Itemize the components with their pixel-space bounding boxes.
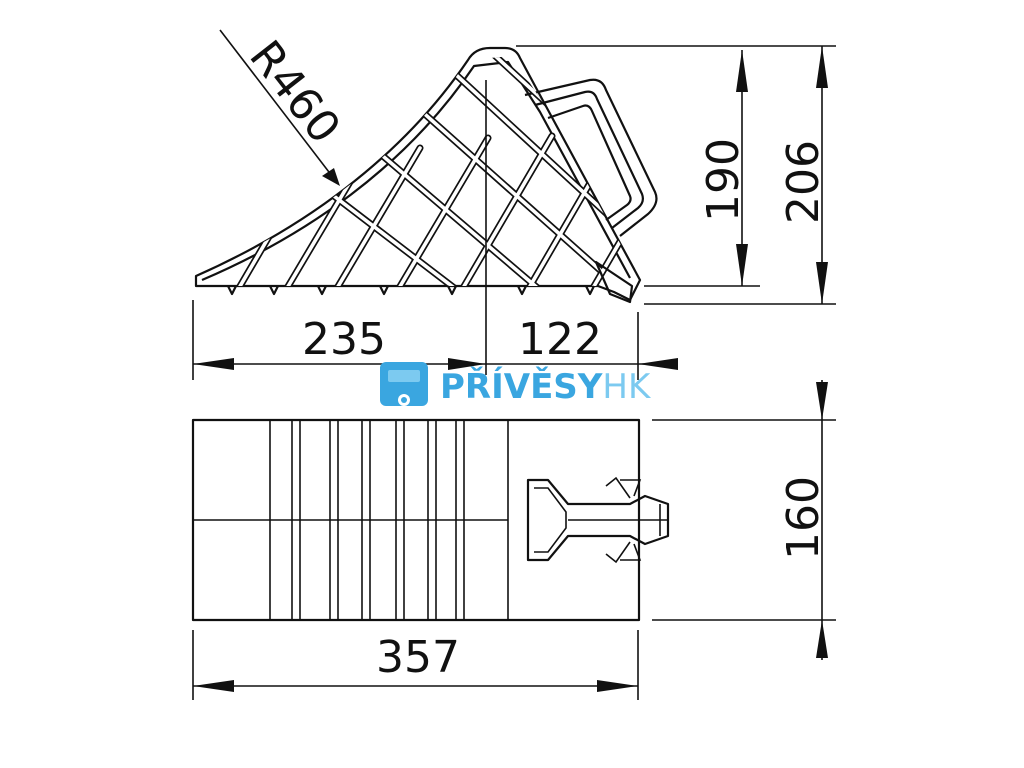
dim-190: 190 xyxy=(698,138,749,222)
dim-357: 357 xyxy=(376,632,460,683)
radius-label: R460 xyxy=(239,31,350,153)
chock-outline xyxy=(194,46,642,302)
dim-160: 160 xyxy=(778,476,829,560)
svg-text:PŘÍVĚSYHK: PŘÍVĚSYHK xyxy=(440,366,652,407)
height-dimensions xyxy=(516,45,836,305)
brand-suffix: HK xyxy=(602,367,652,407)
trailer-icon xyxy=(380,362,428,406)
side-view: R460 190 206 235 122 xyxy=(192,29,836,380)
total-length-dimension xyxy=(192,630,639,700)
top-view: 160 357 xyxy=(191,380,836,700)
chock-base-teeth xyxy=(227,285,595,296)
top-view-ribs xyxy=(269,420,509,620)
brand-logo: PŘÍVĚSYHK xyxy=(380,362,652,407)
brand-main: PŘÍVĚSY xyxy=(440,366,603,407)
length-dimensions-side xyxy=(192,300,678,380)
chock-handle xyxy=(524,78,658,237)
dim-206: 206 xyxy=(778,140,829,224)
radius-leader xyxy=(219,29,340,186)
dim-235: 235 xyxy=(302,314,386,365)
dim-122: 122 xyxy=(518,314,602,365)
chock-rear-lip xyxy=(594,260,634,304)
top-view-handle xyxy=(526,476,670,564)
width-dimension xyxy=(652,380,836,660)
